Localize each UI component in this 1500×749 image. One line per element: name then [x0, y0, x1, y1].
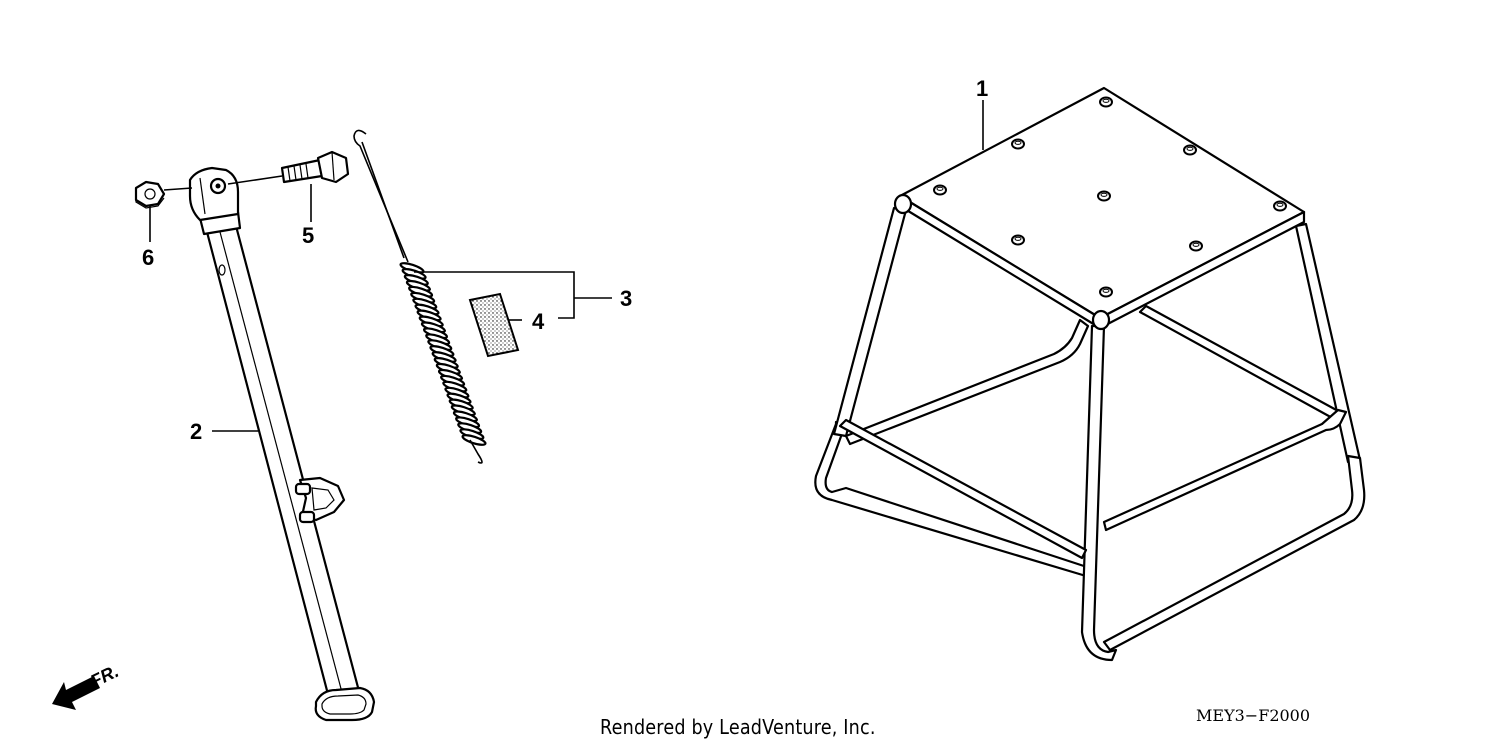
nut-part — [134, 180, 193, 209]
callout-4[interactable]: 4 — [532, 309, 545, 334]
diagram-code: MEY3−F2000 — [1196, 706, 1311, 725]
work-stand-part — [814, 86, 1366, 662]
plate-bolt-icon — [933, 184, 947, 196]
callout-2[interactable]: 2 — [190, 419, 202, 444]
callout-6[interactable]: 6 — [142, 245, 154, 270]
bolt-part — [227, 150, 350, 185]
front-direction-arrow-icon: FR. — [52, 661, 122, 710]
plate-bolt-icon — [1273, 200, 1287, 212]
footer-credit: Rendered by LeadVenture, Inc. — [600, 715, 876, 739]
plate-bolts — [933, 96, 1287, 298]
callout-5[interactable]: 5 — [302, 223, 314, 248]
spring-coils — [399, 262, 487, 446]
leader-lines — [149, 100, 984, 432]
plate-bolt-icon — [1011, 234, 1025, 246]
spring-coil — [461, 434, 487, 446]
plate-bolt-icon — [1097, 190, 1111, 202]
rubber-sleeve-part — [468, 292, 520, 358]
plate-bolt-icon — [1099, 96, 1113, 108]
side-stand-part — [188, 166, 376, 722]
plate-bolt-icon — [1099, 286, 1113, 298]
plate-bolt-icon — [1011, 138, 1025, 150]
plate-bolt-icon — [1189, 240, 1203, 252]
callout-3[interactable]: 3 — [620, 286, 632, 311]
spring-part — [353, 129, 487, 464]
callout-1[interactable]: 1 — [976, 76, 988, 101]
plate-bolt-icon — [1183, 144, 1197, 156]
